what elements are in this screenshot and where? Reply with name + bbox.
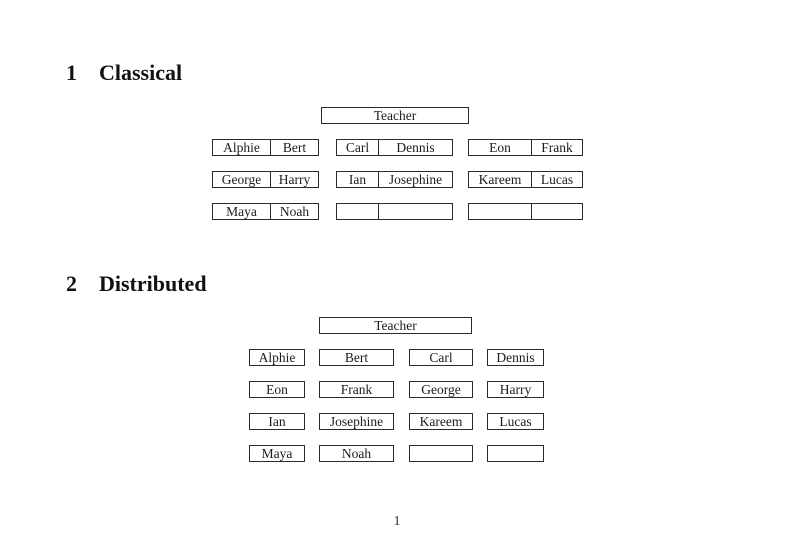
- distributed-seat-empty: [487, 445, 544, 462]
- classical-teacher-box: Teacher: [321, 107, 469, 124]
- desk-seat: Lucas: [540, 172, 574, 187]
- distributed-seat: George: [409, 381, 473, 398]
- desk-seat: Alphie: [213, 140, 271, 155]
- classical-desk: Kareem Lucas: [468, 171, 583, 188]
- distributed-seat: Ian: [249, 413, 305, 430]
- classical-desk: Eon Frank: [468, 139, 583, 156]
- desk-seat: [532, 204, 582, 219]
- desk-seat: Josephine: [388, 172, 443, 187]
- desk-seat: Harry: [278, 172, 311, 187]
- section-number: 2: [66, 271, 77, 296]
- section-title: Classical: [99, 60, 183, 85]
- desk-seat: Bert: [282, 140, 307, 155]
- distributed-seat: Lucas: [487, 413, 544, 430]
- desk-seat: Eon: [469, 140, 532, 155]
- distributed-seat: Carl: [409, 349, 473, 366]
- distributed-teacher-box: Teacher: [319, 317, 472, 334]
- page-number: 1: [393, 514, 401, 529]
- distributed-seat: Bert: [319, 349, 394, 366]
- desk-seat: Maya: [213, 204, 271, 219]
- desk-seat: Carl: [337, 140, 379, 155]
- section-title: Distributed: [99, 271, 207, 296]
- desk-seat: [379, 204, 452, 219]
- distributed-seat: Kareem: [409, 413, 473, 430]
- distributed-seat: Noah: [319, 445, 394, 462]
- desk-seat: Dennis: [396, 140, 435, 155]
- classical-desk: Alphie Bert: [212, 139, 319, 156]
- distributed-seat: Frank: [319, 381, 394, 398]
- classical-desk-empty: [468, 203, 583, 220]
- desk-seat: Noah: [279, 204, 310, 219]
- section-heading-classical: 1 Classical: [66, 61, 182, 85]
- classical-desk: Maya Noah: [212, 203, 319, 220]
- distributed-seat: Alphie: [249, 349, 305, 366]
- distributed-seat: Josephine: [319, 413, 394, 430]
- desk-seat: Kareem: [469, 172, 532, 187]
- classical-desk-empty: [336, 203, 453, 220]
- classical-desk: Carl Dennis: [336, 139, 453, 156]
- desk-seat: [337, 204, 379, 219]
- section-heading-distributed: 2 Distributed: [66, 272, 207, 296]
- distributed-seat-empty: [409, 445, 473, 462]
- distributed-seat: Harry: [487, 381, 544, 398]
- distributed-seat: Dennis: [487, 349, 544, 366]
- classical-desk: George Harry: [212, 171, 319, 188]
- desk-seat: Ian: [337, 172, 379, 187]
- distributed-seat: Eon: [249, 381, 305, 398]
- classical-desk: Ian Josephine: [336, 171, 453, 188]
- desk-seat: [469, 204, 532, 219]
- desk-seat: Frank: [541, 140, 573, 155]
- desk-seat: George: [213, 172, 271, 187]
- distributed-seat: Maya: [249, 445, 305, 462]
- section-number: 1: [66, 60, 77, 85]
